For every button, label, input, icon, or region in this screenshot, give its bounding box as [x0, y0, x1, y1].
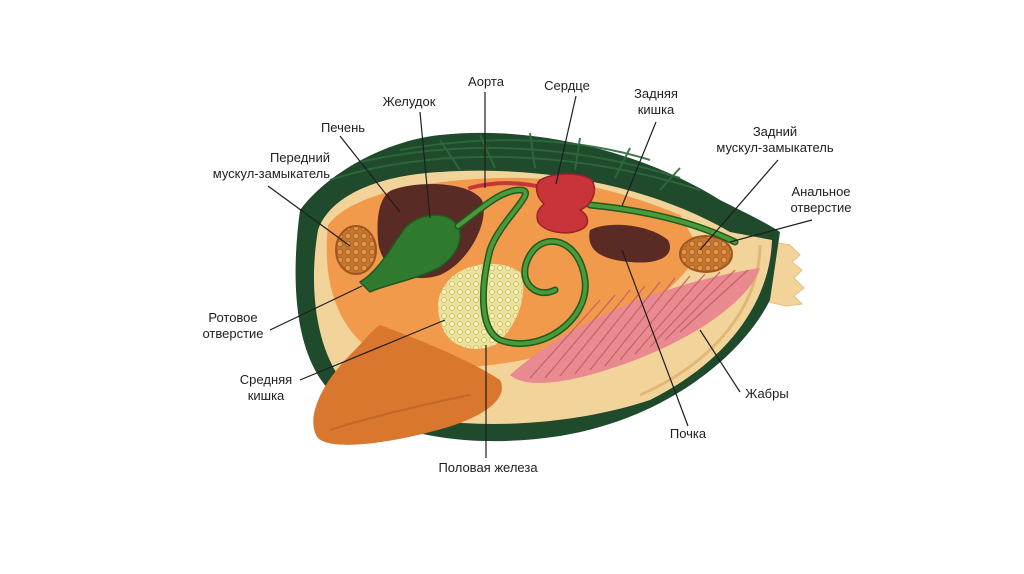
label-kidney: Почка	[660, 426, 716, 442]
label-heart-text: Сердце	[544, 78, 590, 93]
label-posterior-adductor-line2: мускул-замыкатель	[716, 140, 834, 155]
label-hindgut: Задняя кишка	[628, 86, 684, 118]
label-liver: Печень	[312, 120, 374, 136]
label-kidney-text: Почка	[669, 426, 707, 441]
label-midgut: Средняя кишка	[226, 372, 306, 404]
label-anterior-adductor-line1: Передний	[269, 150, 330, 165]
label-hindgut-line1: Задняя	[634, 86, 678, 101]
label-anterior-adductor-line2: мускул-замыкатель	[212, 166, 330, 181]
label-aorta-text: Аорта	[468, 74, 504, 89]
anterior-adductor	[335, 225, 377, 275]
label-stomach-text: Желудок	[382, 94, 436, 109]
posterior-adductor	[679, 235, 733, 273]
label-mouth-line2: отверстие	[202, 326, 264, 341]
leader-lines	[267, 92, 813, 458]
label-mouth: Ротовое отверстие	[186, 310, 280, 342]
kidney	[589, 224, 671, 263]
label-aorta: Аорта	[458, 74, 514, 90]
label-gonad: Половая железа	[430, 460, 546, 476]
label-posterior-adductor: Задний мускул-замыкатель	[700, 124, 850, 156]
label-stomach: Желудок	[374, 94, 444, 110]
label-posterior-adductor-line1: Задний	[752, 124, 798, 139]
label-anus: Анальное отверстие	[774, 184, 868, 216]
label-anus-line2: отверстие	[790, 200, 852, 215]
label-hindgut-line2: кишка	[637, 102, 675, 117]
label-midgut-line1: Средняя	[239, 372, 293, 387]
label-anus-line1: Анальное	[791, 184, 851, 199]
label-gills-text: Жабры	[745, 386, 789, 401]
label-gonad-text: Половая железа	[438, 460, 538, 475]
heart	[535, 173, 596, 234]
label-liver-text: Печень	[320, 120, 366, 135]
label-midgut-line2: кишка	[247, 388, 285, 403]
label-mouth-line1: Ротовое	[208, 310, 258, 325]
label-gills: Жабры	[734, 386, 800, 402]
label-anterior-adductor: Передний мускул-замыкатель	[180, 150, 330, 182]
label-heart: Сердце	[536, 78, 598, 94]
